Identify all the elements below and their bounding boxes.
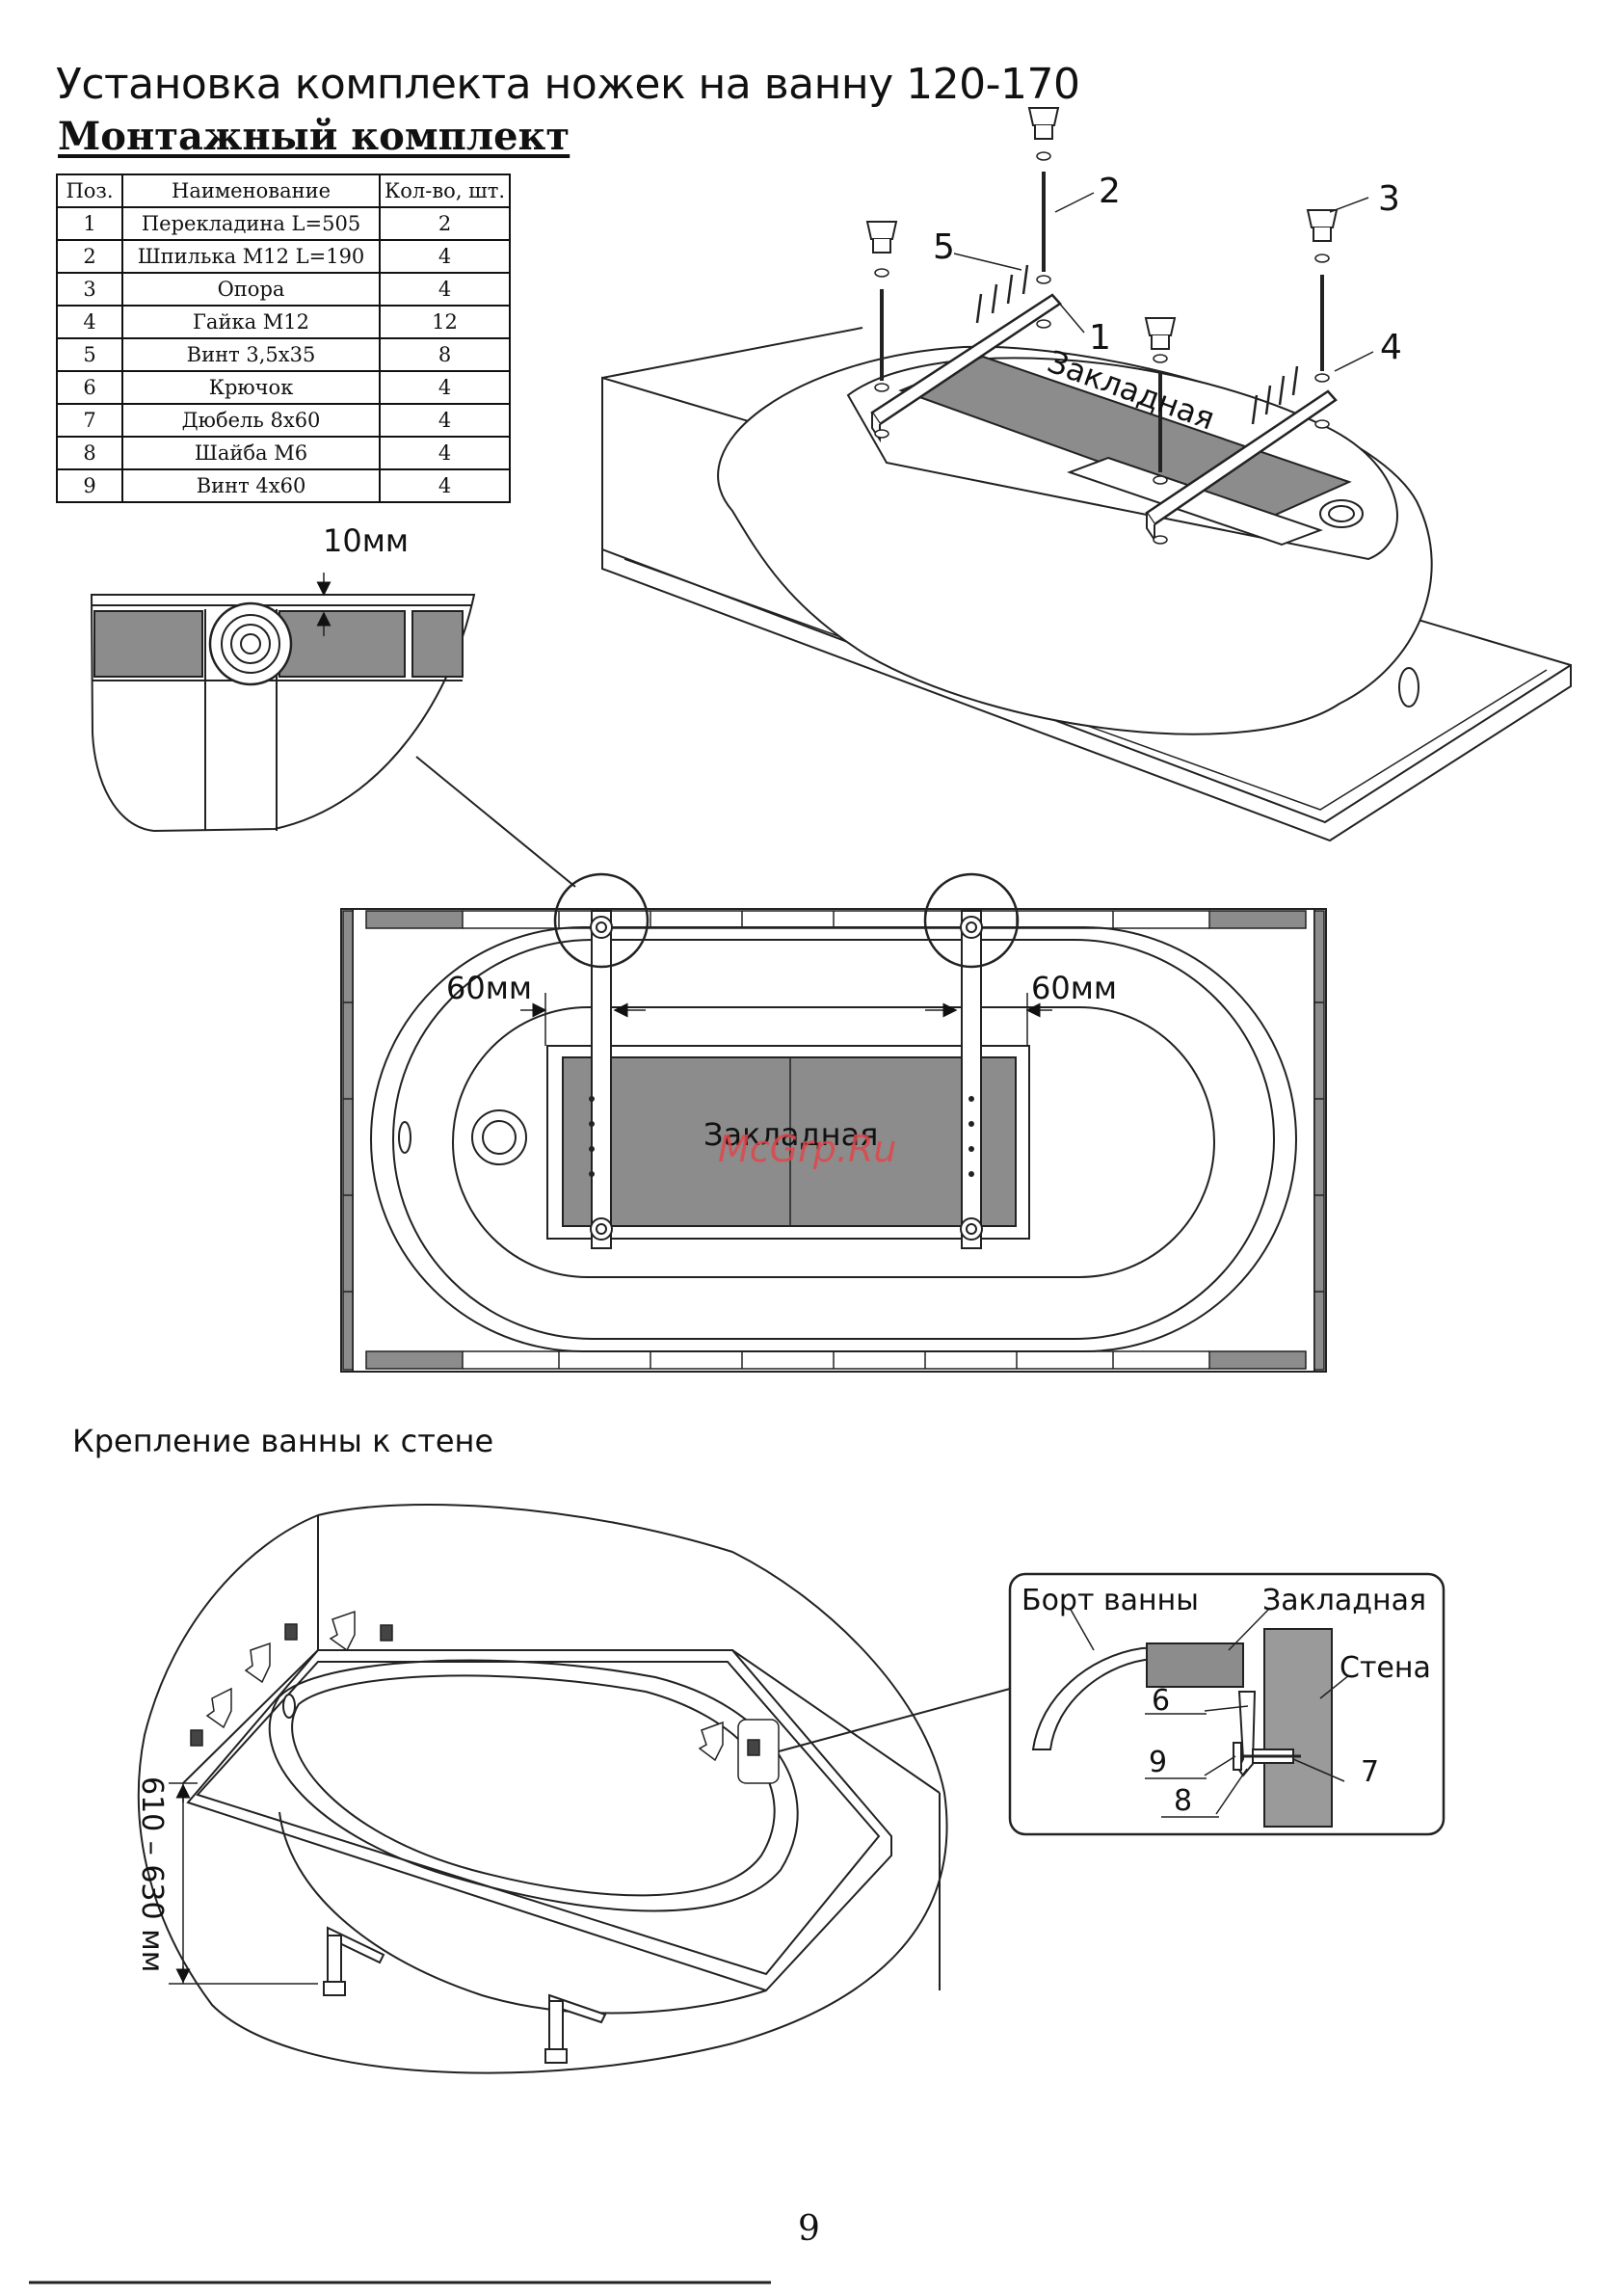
detail-label-6: 6: [1152, 1684, 1170, 1718]
cell-name: Гайка M12: [120, 305, 382, 339]
cell-pos: 5: [56, 337, 123, 372]
exploded-bathtub-view: [601, 107, 1572, 842]
gap-dimension-label: 10мм: [323, 522, 409, 559]
left-offset-label: 60мм: [446, 970, 532, 1006]
detail-label-wall: Стена: [1339, 1651, 1431, 1685]
column-header: Наименование: [120, 174, 382, 208]
watermark: McGrp.Ru: [718, 1128, 897, 1170]
cell-name: Крючок: [120, 370, 382, 405]
callout-2: 2: [1099, 172, 1121, 211]
detail-label-rim: Борт ванны: [1021, 1584, 1199, 1617]
wall-mount-view: [137, 1503, 1446, 2074]
cell-qty: 4: [379, 436, 511, 470]
cell-pos: 2: [56, 239, 123, 274]
detail-label-embed: Закладная: [1262, 1584, 1426, 1617]
cell-name: Шайба M6: [120, 436, 382, 470]
section-title-wall-mount: Крепление ванны к стене: [72, 1423, 494, 1459]
top-embed-label: Закладная: [703, 1116, 878, 1153]
column-header: Кол-во, шт.: [379, 174, 511, 208]
cell-qty: 4: [379, 239, 511, 274]
page-title: Установка комплекта ножек на ванну 120-1…: [56, 60, 1080, 109]
cell-name: Дюбель 8х60: [120, 403, 382, 438]
detail-gap-view: [90, 573, 576, 888]
cell-pos: 4: [56, 305, 123, 339]
cell-qty: 12: [379, 305, 511, 339]
cell-name: Опора: [120, 272, 382, 307]
page-number: 9: [798, 2209, 820, 2249]
column-header: Поз.: [56, 174, 123, 208]
right-offset-label: 60мм: [1031, 970, 1117, 1006]
cell-name: Перекладина L=505: [120, 206, 382, 241]
table-header-row: Поз. Наименование Кол-во, шт.: [56, 174, 511, 208]
cell-name: Шпилька M12 L=190: [120, 239, 382, 274]
section-title-kit: Монтажный комплект: [58, 114, 570, 159]
cell-qty: 4: [379, 272, 511, 307]
callout-3: 3: [1378, 179, 1400, 219]
cell-pos: 9: [56, 468, 123, 503]
detail-label-9: 9: [1149, 1746, 1167, 1779]
cell-qty: 2: [379, 206, 511, 241]
cell-pos: 8: [56, 436, 123, 470]
cell-pos: 6: [56, 370, 123, 405]
cell-name: Винт 3,5х35: [120, 337, 382, 372]
cell-qty: 4: [379, 468, 511, 503]
cell-qty: 4: [379, 403, 511, 438]
cell-pos: 7: [56, 403, 123, 438]
top-view: [340, 872, 1327, 1373]
callout-5: 5: [933, 227, 955, 267]
cell-qty: 8: [379, 337, 511, 372]
height-range-label: 610 – 630 мм: [135, 1776, 169, 1972]
cell-name: Винт 4х60: [120, 468, 382, 503]
detail-label-7: 7: [1361, 1755, 1379, 1789]
cell-pos: 1: [56, 206, 123, 241]
callout-1: 1: [1089, 318, 1111, 358]
callout-4: 4: [1380, 328, 1402, 367]
cell-pos: 3: [56, 272, 123, 307]
detail-label-8: 8: [1174, 1784, 1192, 1818]
cell-qty: 4: [379, 370, 511, 405]
